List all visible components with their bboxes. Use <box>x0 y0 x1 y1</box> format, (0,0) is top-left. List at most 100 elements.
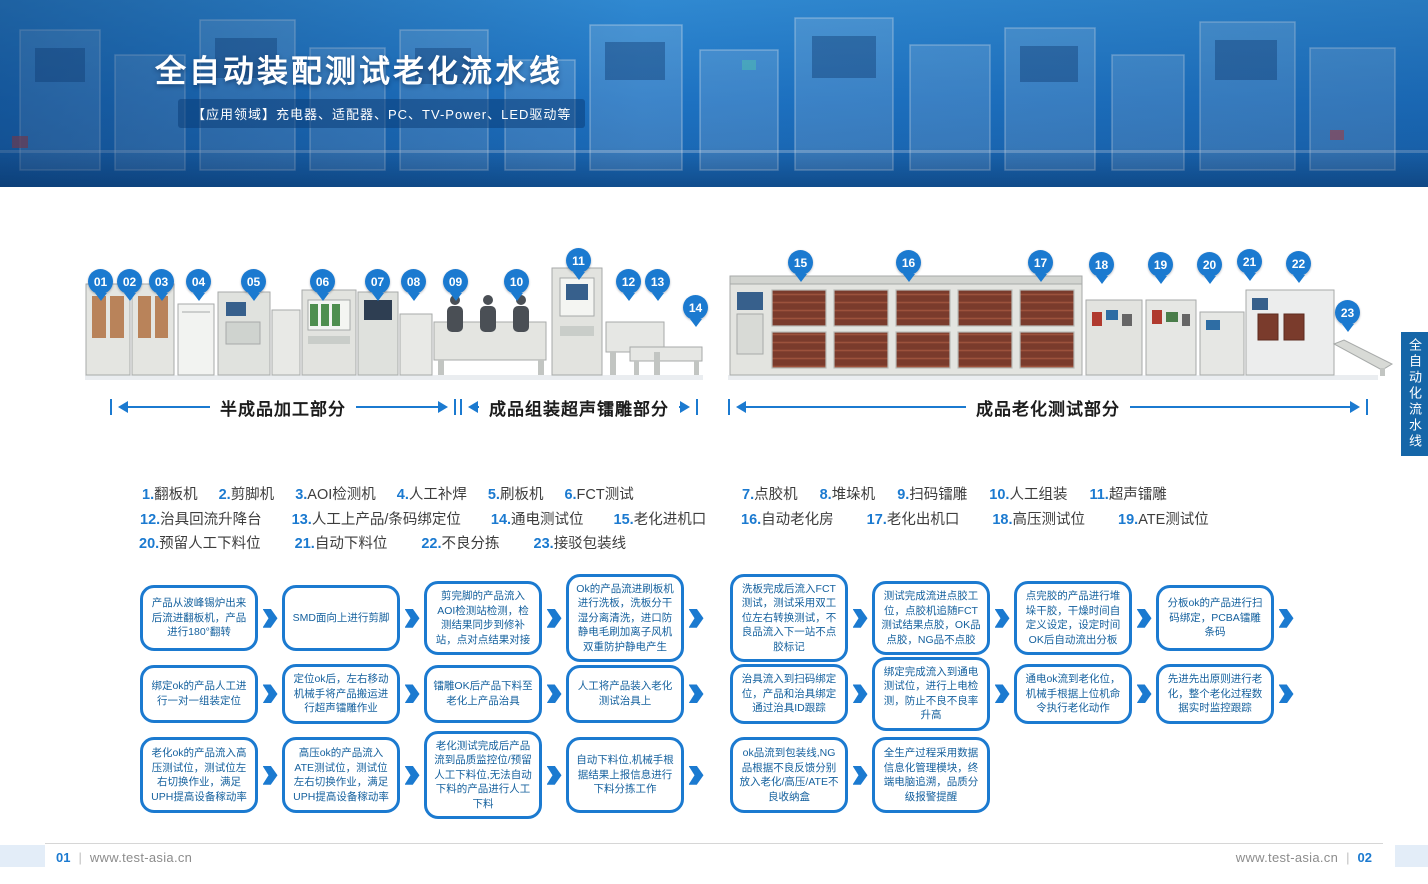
flow-step: 通电ok流到老化位，机械手根据上位机命令执行老化动作 <box>1014 664 1132 724</box>
pin-number: 14 <box>688 300 703 315</box>
legend-item: 6.FCT测试 <box>564 483 633 504</box>
flow-step: 高压ok的产品流入ATE测试位，测试位左右切换作业，满足UPH提高设备稼动率 <box>282 737 400 814</box>
website-url-right[interactable]: www.test-asia.cn <box>1235 850 1339 865</box>
flow-arrow-icon <box>400 684 424 703</box>
legend-label: 人工上产品/条码绑定位 <box>311 512 461 528</box>
flow-step: 测试完成流进点胶工位，点胶机追随FCT测试结果点胶，OK品点胶，NG品不点胶 <box>872 581 990 656</box>
website-url-left[interactable]: www.test-asia.cn <box>89 850 193 865</box>
section-label: 成品老化测试部分 <box>976 399 1120 419</box>
flow-step: 点完胶的产品进行堆垛干胶，干燥时间自定义设定，设定时间OK后自动流出分板 <box>1014 581 1132 656</box>
legend-label: 翻板机 <box>154 487 198 503</box>
legend-item: 18.高压测试位 <box>992 508 1085 529</box>
page-number-left: 01 <box>56 850 71 865</box>
legend-label: 超声镭雕 <box>1108 487 1167 503</box>
pin-number: 03 <box>154 274 169 289</box>
flow-arrow-icon <box>542 684 566 703</box>
footer-separator: | <box>1346 850 1350 865</box>
pin-number: 11 <box>572 253 585 268</box>
section-label: 成品组装超声镭雕部分 <box>489 399 669 419</box>
pin-number: 22 <box>1291 256 1306 271</box>
pin-13: 13 <box>645 269 670 294</box>
banner-shade <box>0 147 1428 187</box>
banner-overlay <box>0 0 1428 187</box>
legend-number: 6. <box>564 487 577 503</box>
flow-row-2: 绑定ok的产品人工进行一对一组装定位 定位ok后，左右移动机械手将产品搬运进行超… <box>140 657 1298 731</box>
legend-row-2-left: 12.治具回流升降台 13.人工上产品/条码绑定位 14.通电测试位 15.老化… <box>140 508 706 529</box>
flow-step: 老化测试完成后产品流到品质监控位/预留人工下料位,无法自动下料的产品进行人工下料 <box>424 731 542 820</box>
legend-label: 人工补焊 <box>408 487 467 503</box>
legend-row-2-right: 16.自动老化房 17.老化出机口 18.高压测试位 19.ATE测试位 <box>741 508 1209 529</box>
legend-item: 11.超声镭雕 <box>1089 483 1166 504</box>
pin-17: 17 <box>1028 250 1053 275</box>
flow-step: 全生产过程采用数据信息化管理模块，终端电脑追溯，品质分级报警提醒 <box>872 737 990 814</box>
bracket-line <box>679 406 680 408</box>
pin-number: 15 <box>793 255 808 270</box>
flow-step: 先进先出原则进行老化，整个老化过程数据实时监控跟踪 <box>1156 664 1274 724</box>
flow-arrow-icon <box>848 609 872 628</box>
legend-item: 15.老化进机口 <box>614 508 707 529</box>
pin-number: 08 <box>406 274 421 289</box>
footer-right: www.test-asia.cn | 02 <box>1236 850 1372 865</box>
aging-room-illustration <box>729 275 1083 376</box>
pin-23: 23 <box>1335 300 1360 325</box>
pin-number: 18 <box>1094 257 1109 272</box>
bracket-line <box>1130 406 1350 408</box>
flow-arrow-icon <box>1274 609 1298 628</box>
legend-item: 3.AOI检测机 <box>295 483 376 504</box>
bracket-cap <box>460 399 462 415</box>
bracket-cap <box>1366 399 1368 415</box>
flow-step: 镭雕OK后产品下料至老化上产品治具 <box>424 664 542 723</box>
pin-01: 01 <box>88 269 113 294</box>
flow-arrow-icon <box>400 766 424 785</box>
flow-arrow-icon <box>258 609 282 628</box>
bracket-cap <box>728 399 730 415</box>
pin-16: 16 <box>896 250 921 275</box>
legend-number: 21. <box>294 536 315 552</box>
pin-21: 21 <box>1237 249 1262 274</box>
flow-step: 绑定完成流入到通电测试位，进行上电检测，防止不良不良率升高 <box>872 657 990 731</box>
legend-item: 16.自动老化房 <box>741 508 834 529</box>
pin-number: 17 <box>1033 255 1048 270</box>
legend-label: 接驳包装线 <box>553 536 627 552</box>
arrow-right-icon <box>1350 401 1366 413</box>
flow-step: 老化ok的产品流入高压测试位，测试位左右切换作业，满足UPH提高设备稼动率 <box>140 737 258 814</box>
pin-02: 02 <box>117 269 142 294</box>
flow-arrow-icon <box>258 766 282 785</box>
pin-03: 03 <box>149 269 174 294</box>
footer-left-accent <box>0 845 45 867</box>
legend-item: 1.翻板机 <box>142 483 198 504</box>
pin-11: 11 <box>566 248 591 273</box>
legend-label: 高压测试位 <box>1012 512 1086 528</box>
flow-arrow-icon <box>1132 609 1156 628</box>
legend-label: 治具回流升降台 <box>160 512 262 528</box>
legend-item: 19.ATE测试位 <box>1118 508 1209 529</box>
pin-number: 16 <box>901 255 916 270</box>
flow-row-3: 老化ok的产品流入高压测试位，测试位左右切换作业，满足UPH提高设备稼动率 高压… <box>140 731 990 820</box>
section-assembly-laser: 成品组装超声镭雕部分 <box>460 395 698 419</box>
legend-number: 11. <box>1089 487 1109 503</box>
page-title: 全自动装配测试老化流水线 <box>155 54 563 89</box>
pin-number: 05 <box>246 274 261 289</box>
pin-number: 19 <box>1153 257 1168 272</box>
legend-item: 9.扫码镭雕 <box>897 483 967 504</box>
flow-step: 定位ok后，左右移动机械手将产品搬运进行超声镭雕作业 <box>282 664 400 724</box>
flow-arrow-icon <box>1274 684 1298 703</box>
legend-item: 14.通电测试位 <box>491 508 584 529</box>
legend-label: FCT测试 <box>576 487 634 503</box>
legend-item: 13.人工上产品/条码绑定位 <box>292 508 461 529</box>
pin-10: 10 <box>504 269 529 294</box>
legend-number: 14. <box>490 512 512 528</box>
legend-number: 5. <box>487 487 500 503</box>
pin-number: 21 <box>1242 254 1257 269</box>
pin-08: 08 <box>401 269 426 294</box>
legend-item: 7.点胶机 <box>742 483 798 504</box>
legend-row-1-left: 1.翻板机 2.剪脚机 3.AOI检测机 4.人工补焊 5.刷板机 6.FCT测… <box>142 483 634 504</box>
flow-arrow-icon <box>542 766 566 785</box>
legend-number: 2. <box>218 487 231 503</box>
pin-number: 20 <box>1202 257 1217 272</box>
flow-step: SMD面向上进行剪脚 <box>282 585 400 652</box>
flow-step: ok品流到包装线,NG品根据不良反馈分别放入老化/高压/ATE不良收纳盒 <box>730 737 848 814</box>
production-line-illustration <box>85 267 1394 380</box>
legend-number: 18. <box>992 512 1013 528</box>
